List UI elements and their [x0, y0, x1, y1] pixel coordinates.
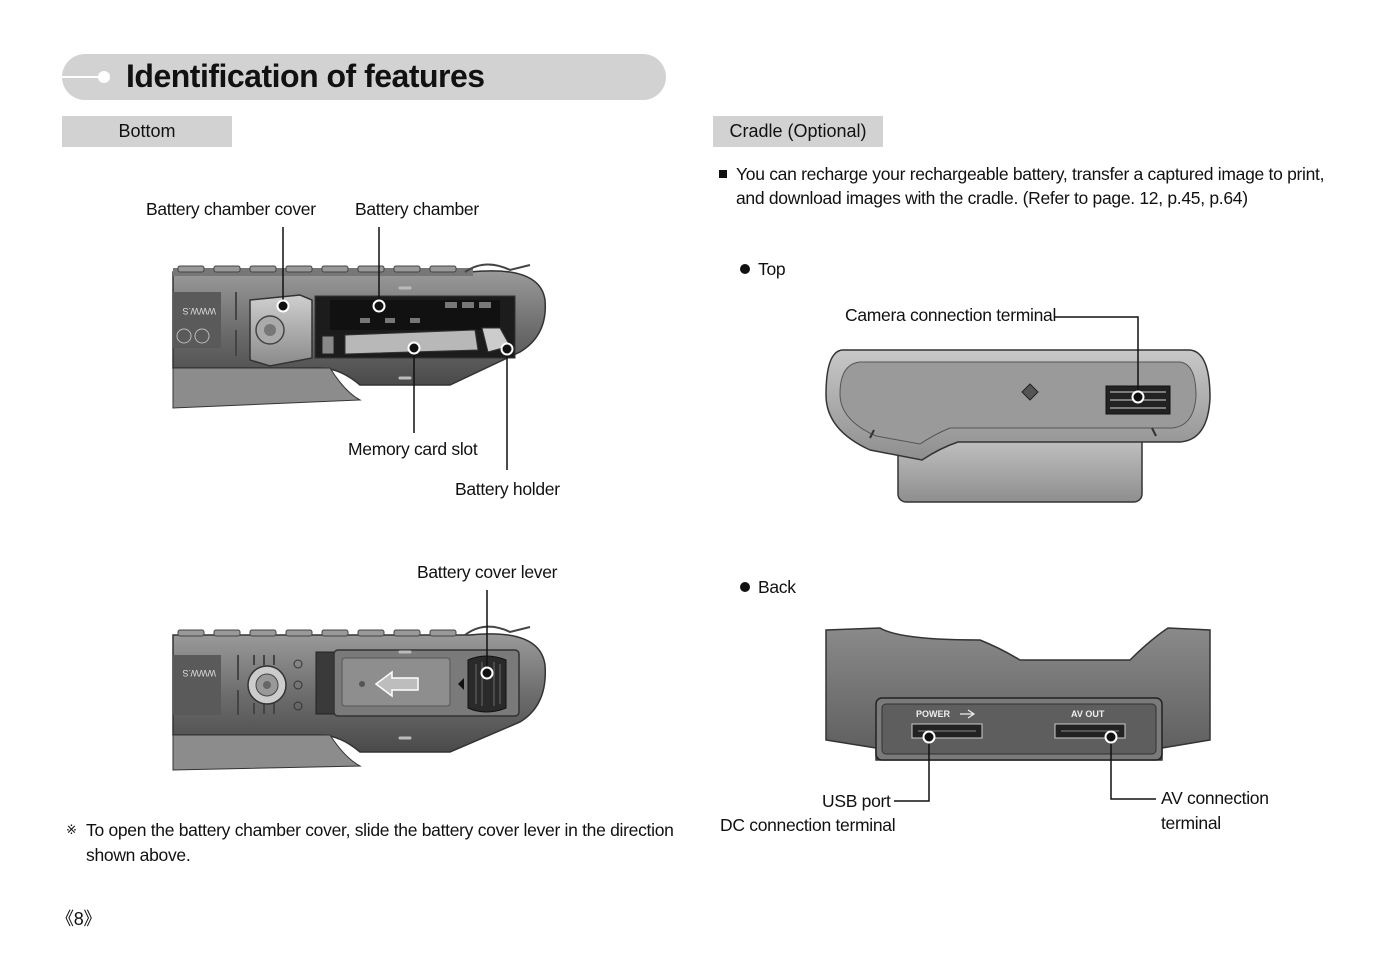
label-memory-card-slot: Memory card slot — [348, 439, 478, 459]
title-decoration-dot — [98, 71, 110, 83]
title-banner — [62, 54, 666, 100]
callout-dot-usb-port — [922, 730, 936, 744]
av-out-port-label: AV OUT — [1071, 709, 1105, 719]
section-tab-cradle: Cradle (Optional) — [713, 116, 883, 147]
label-dc-connection-terminal: DC connection terminal — [720, 815, 896, 835]
label-camera-connection-terminal: Camera connection terminal — [845, 305, 1057, 325]
heading-top: Top — [758, 259, 786, 279]
callout-dot-battery-holder — [500, 342, 514, 356]
label-battery-cover-lever: Battery cover lever — [417, 562, 558, 582]
heading-back: Back — [758, 577, 796, 597]
note-line-2: shown above. — [86, 845, 191, 865]
label-usb-port: USB port — [822, 791, 891, 811]
label-av-connection-line-2: terminal — [1161, 813, 1221, 833]
power-port-label: POWER — [916, 709, 951, 719]
callout-dot-battery-cover-lever — [480, 666, 494, 680]
title-decoration-line — [62, 76, 104, 78]
page-number: 《8》 — [56, 909, 102, 929]
page-title: Identification of features — [126, 58, 485, 94]
label-battery-chamber: Battery chamber — [355, 199, 479, 219]
intro-line-2: and download images with the cradle. (Re… — [736, 188, 1248, 208]
bullet-dot-top — [740, 264, 750, 274]
svg-text:WWW.S: WWW.S — [183, 668, 217, 678]
intro-line-1: You can recharge your rechargeable batte… — [736, 164, 1325, 184]
callout-dot-camera-connection-terminal — [1131, 390, 1145, 404]
note-line-1: To open the battery chamber cover, slide… — [86, 820, 674, 840]
label-battery-holder: Battery holder — [455, 479, 560, 499]
bullet-square — [719, 170, 727, 178]
engraving-text: WWW.S — [183, 306, 217, 316]
callout-dot-av-connection — [1104, 730, 1118, 744]
label-av-connection-line-1: AV connection — [1161, 788, 1269, 808]
camera-body-top-view: WWW.S — [172, 263, 547, 409]
callout-dot-battery-chamber-cover — [276, 299, 290, 313]
camera-body-closed-view: WWW.S — [172, 625, 547, 771]
note-symbol: ※ — [66, 822, 77, 837]
callout-dot-memory-card-slot — [407, 341, 421, 355]
label-battery-chamber-cover: Battery chamber cover — [146, 199, 316, 219]
section-tab-bottom: Bottom — [62, 116, 232, 147]
bullet-dot-back — [740, 582, 750, 592]
cradle-top-illustration — [825, 349, 1211, 503]
cradle-back-illustration: POWER AV OUT — [825, 627, 1211, 761]
callout-dot-battery-chamber — [372, 299, 386, 313]
